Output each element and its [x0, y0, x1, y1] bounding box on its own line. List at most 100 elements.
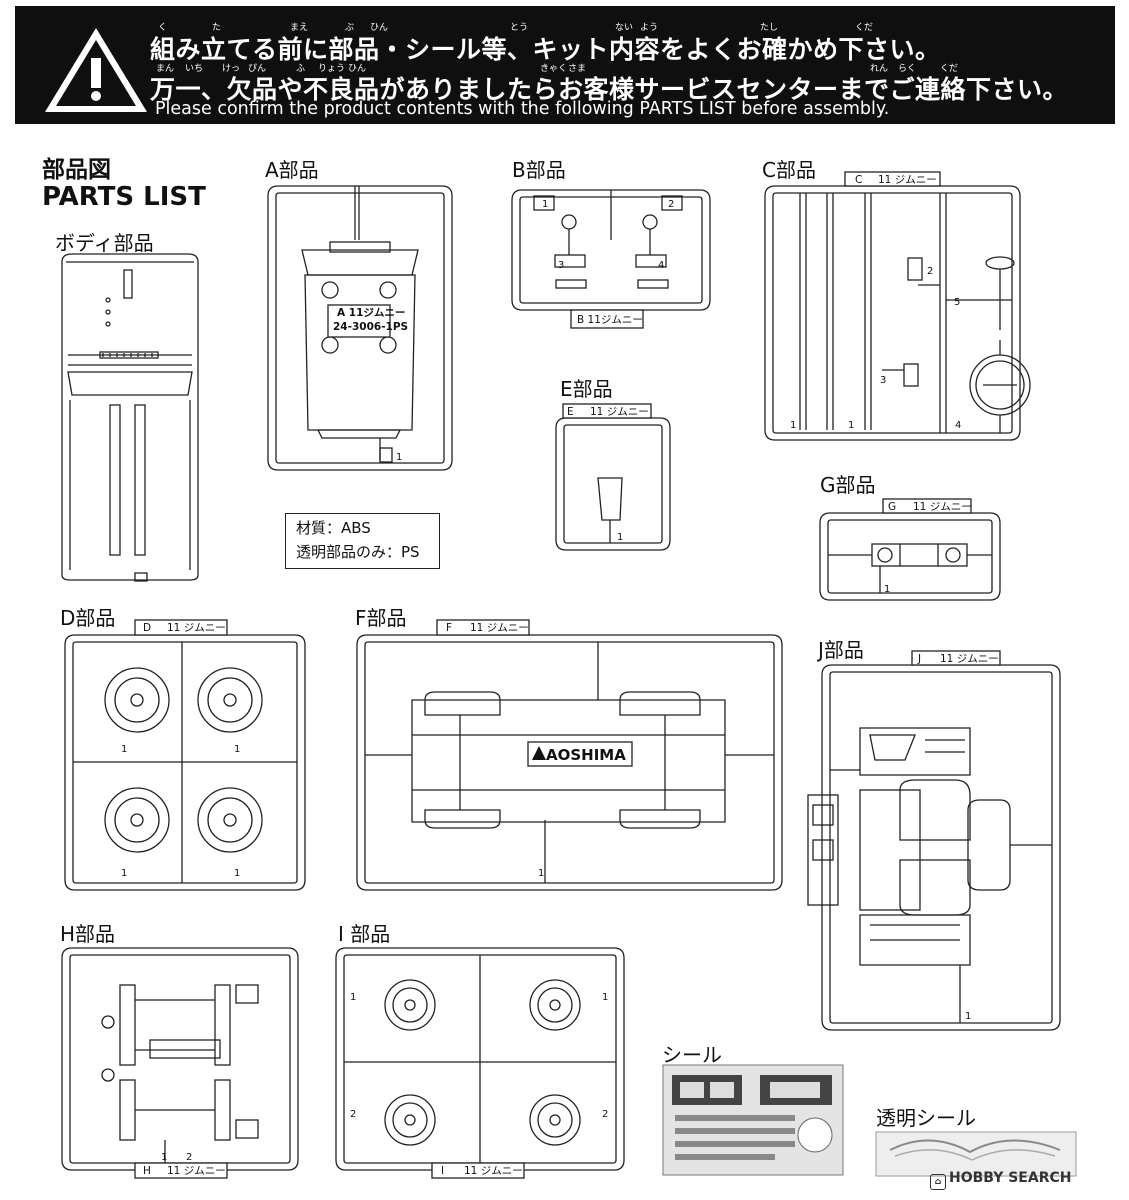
- section-label-j: J部品: [818, 638, 864, 662]
- warning-banner: [15, 6, 1115, 124]
- part-number: 1: [121, 744, 127, 755]
- part-number: 3: [880, 375, 886, 386]
- section-label-seal: シール: [662, 1043, 722, 1067]
- ruby: ない: [615, 23, 634, 33]
- watermark-text: HOBBY SEARCH: [949, 1170, 1072, 1186]
- runner-c: [764, 171, 1031, 441]
- ruby: た: [212, 23, 222, 33]
- part-number: 2: [668, 199, 674, 210]
- ruby: ぴん: [248, 64, 267, 74]
- material-line-2: 透明部品のみ：PS: [296, 543, 420, 561]
- material-line-1: 材質：ABS: [296, 519, 371, 537]
- parts-title-en: PARTS LIST: [42, 182, 206, 212]
- section-label-i: I 部品: [338, 922, 391, 946]
- part-number: 1: [121, 868, 127, 879]
- ruby: く: [158, 23, 168, 33]
- part-number: 4: [658, 260, 664, 271]
- runner-j: [807, 650, 1061, 1031]
- part-number: 3: [558, 260, 564, 271]
- part-number: 2: [350, 1109, 356, 1120]
- ruby: ひん: [370, 23, 389, 33]
- part-number: 2: [602, 1109, 608, 1120]
- runner-j-name: 11 ジムニー: [940, 653, 999, 665]
- ruby: らく: [898, 64, 917, 74]
- runner-c-letter: C: [855, 174, 862, 186]
- runner-h: [61, 947, 299, 1179]
- runner-a: [267, 185, 453, 471]
- runner-e-name: 11 ジムニー: [590, 406, 649, 418]
- ruby: とう: [510, 23, 529, 33]
- section-label-g: G部品: [820, 473, 876, 497]
- runner-f-name: 11 ジムニー: [470, 622, 529, 634]
- section-label-h: H部品: [60, 922, 116, 946]
- part-number: 1: [884, 584, 890, 595]
- ruby: さま: [568, 64, 587, 74]
- part-number: 1: [234, 868, 240, 879]
- decal-sheet: [662, 1064, 844, 1176]
- runner-f: [356, 619, 783, 891]
- section-label-body: ボディ部品: [55, 231, 154, 255]
- runner-a-code: 24-3006-1PS: [333, 321, 408, 333]
- part-number: 1: [396, 452, 402, 463]
- runner-g-name: 11 ジムニー: [913, 501, 972, 513]
- runner-g-letter: G: [888, 501, 896, 513]
- hobby-search-logo-icon: ⌂: [930, 1174, 946, 1190]
- runner-i: [335, 947, 625, 1179]
- part-number: 1: [848, 420, 854, 431]
- part-number: 1: [350, 992, 356, 1003]
- section-label-a: A部品: [265, 158, 319, 182]
- clear-decal-sheet: [875, 1131, 1077, 1177]
- runner-d-letter: D: [143, 622, 151, 634]
- part-number: 1: [234, 744, 240, 755]
- aoshima-logo: AOSHIMA: [546, 746, 626, 764]
- ruby: まえ: [290, 23, 309, 33]
- runner-a-tag: A 11ジムニー: [337, 307, 405, 319]
- part-number: 1: [161, 1152, 167, 1163]
- runner-i-letter: I: [441, 1165, 444, 1177]
- material-box: 材質：ABS 透明部品のみ：PS: [285, 513, 440, 569]
- runner-e: [555, 403, 671, 551]
- aoshima-logo-icon: [532, 746, 546, 760]
- part-number: 1: [602, 992, 608, 1003]
- ruby: いち: [185, 64, 204, 74]
- ruby: れん: [870, 64, 889, 74]
- runner-c-name: 11 ジムニー: [878, 174, 937, 186]
- ruby: ふ: [296, 64, 306, 74]
- part-number: 1: [542, 199, 548, 210]
- runner-d-name: 11 ジムニー: [167, 622, 226, 634]
- runner-g: [819, 498, 1001, 601]
- ruby: よう: [640, 23, 659, 33]
- warning-triangle-icon: [45, 28, 147, 112]
- part-number: 4: [955, 420, 961, 431]
- part-number: 1: [790, 420, 796, 431]
- part-number: 2: [186, 1152, 192, 1163]
- section-label-e: E部品: [560, 377, 613, 401]
- body-part-drawing: [61, 253, 199, 582]
- runner-i-name: 11 ジムニー: [464, 1165, 523, 1177]
- ruby: くだ: [855, 23, 874, 33]
- ruby: ひん: [348, 64, 367, 74]
- ruby: くだ: [940, 64, 959, 74]
- section-label-b: B部品: [512, 158, 566, 182]
- section-label-clear-seal: 透明シール: [876, 1106, 976, 1130]
- part-number: 1: [538, 868, 544, 879]
- runner-h-letter: H: [143, 1165, 151, 1177]
- banner-line-3: Please confirm the product contents with…: [155, 99, 890, 119]
- runner-h-name: 11 ジムニー: [167, 1165, 226, 1177]
- ruby: りょう: [318, 64, 346, 74]
- runner-d: [64, 619, 306, 891]
- runner-j-letter: J: [917, 653, 921, 665]
- part-number: 1: [965, 1011, 971, 1022]
- ruby: まん: [156, 64, 175, 74]
- section-label-d: D部品: [60, 606, 116, 630]
- part-number: 2: [927, 266, 933, 277]
- runner-b: [511, 189, 711, 329]
- runner-b-tag: B 11ジムニー: [577, 314, 643, 326]
- section-label-c: C部品: [762, 158, 816, 182]
- section-label-f: F部品: [355, 606, 407, 630]
- ruby: たし: [760, 23, 779, 33]
- part-number: 5: [954, 297, 960, 308]
- runner-f-letter: F: [446, 622, 452, 634]
- banner-line-2: 万一、欠品や不良品がありましたらお客様サービスセンターまでご連絡下さい。: [150, 75, 1069, 104]
